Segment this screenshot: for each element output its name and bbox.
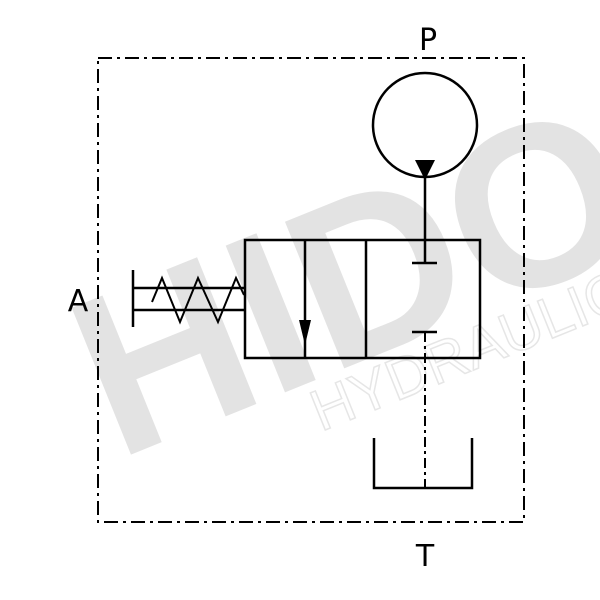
watermark-logo: HIDO HYDRAULIC: [39, 52, 600, 506]
flow-arrow-icon: [299, 320, 311, 345]
port-p-label: P: [419, 23, 437, 58]
valve-boundary: [97, 57, 525, 523]
tank: [372, 438, 474, 490]
port-a-label: A: [68, 284, 89, 319]
spring-icon: [151, 275, 245, 325]
port-t-label: T: [415, 539, 435, 574]
spring-actuator: [131, 270, 245, 327]
pressure-arrow-icon: [415, 160, 435, 180]
watermark-brand: HIDO: [39, 52, 600, 506]
valve-body: [243, 238, 482, 360]
